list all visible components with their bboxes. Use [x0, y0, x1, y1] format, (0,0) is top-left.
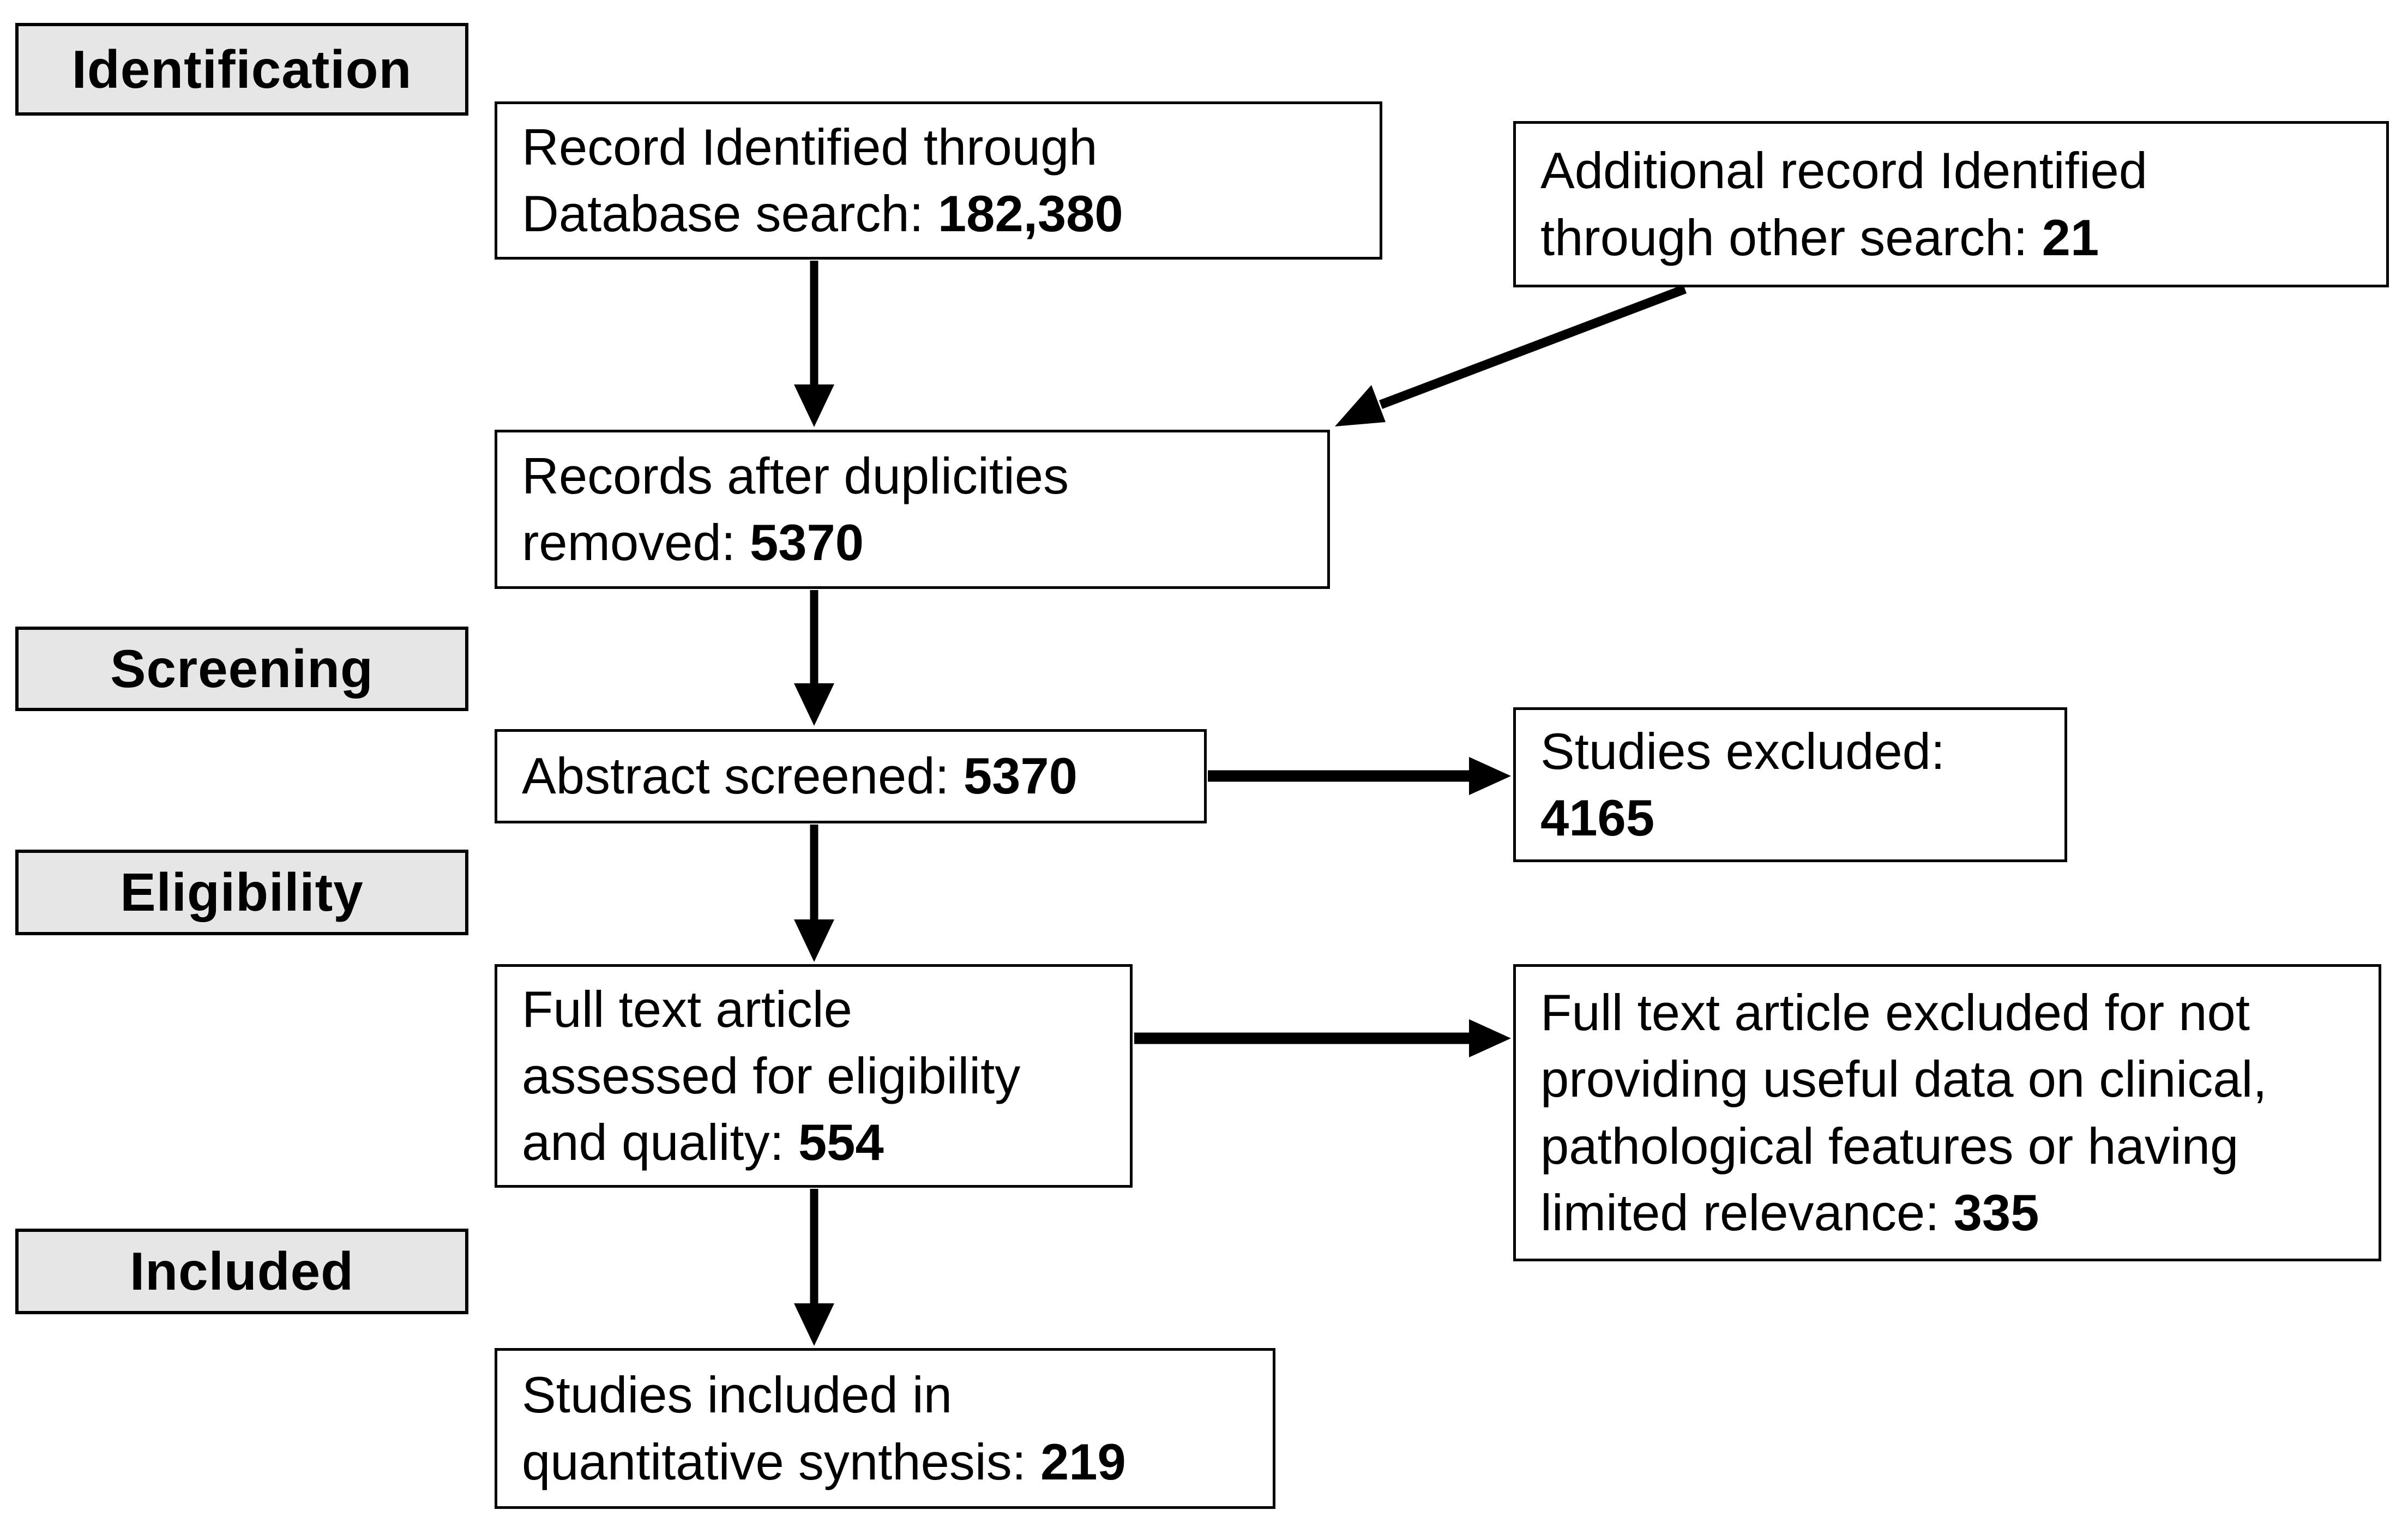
box-additional-records-text: Additional record Identified through oth…	[1540, 142, 2148, 266]
arrow-additional-to-duplicates	[1335, 285, 1687, 426]
abstract-screened-count: 5370	[963, 747, 1077, 805]
box-abstract-screened-text: Abstract screened: 5370	[522, 747, 1077, 805]
included-synthesis-count: 219	[1040, 1433, 1126, 1490]
stage-label-screening: Screening	[15, 627, 468, 711]
arrow-duplicates-to-screened	[794, 590, 834, 726]
studies-excluded-count: 4165	[1540, 789, 1655, 846]
arrow-fulltext-to-included	[794, 1189, 834, 1346]
arrow-fulltext-to-excluded	[1134, 1019, 1511, 1057]
stage-label-screening-text: Screening	[110, 639, 374, 699]
arrow-screened-to-excluded	[1208, 757, 1511, 795]
after-duplicates-count: 5370	[749, 514, 864, 571]
records-identified-count: 182,380	[937, 185, 1123, 242]
box-studies-excluded-text: Studies excluded: 4165	[1540, 722, 1946, 846]
additional-records-count: 21	[2042, 208, 2099, 266]
fulltext-assessed-count: 554	[798, 1114, 884, 1171]
stage-label-identification-text: Identification	[71, 39, 412, 99]
box-records-identified: Record Identified through Database searc…	[495, 101, 1382, 260]
stage-label-identification: Identification	[15, 23, 468, 116]
arrow-screened-to-fulltext	[794, 825, 834, 962]
box-included-synthesis: Studies included in quantitative synthes…	[495, 1348, 1275, 1509]
box-fulltext-assessed-text: Full text article assessed for eligibili…	[522, 980, 1021, 1171]
arrow-identified-to-duplicates	[794, 261, 834, 427]
stage-label-included: Included	[15, 1229, 468, 1314]
stage-label-included-text: Included	[130, 1241, 354, 1301]
box-included-synthesis-text: Studies included in quantitative synthes…	[522, 1366, 1126, 1490]
stage-label-eligibility-text: Eligibility	[120, 862, 364, 922]
box-fulltext-assessed: Full text article assessed for eligibili…	[495, 964, 1133, 1188]
fulltext-excluded-count: 335	[1953, 1183, 2039, 1241]
stage-label-eligibility: Eligibility	[15, 850, 468, 935]
box-fulltext-excluded-text: Full text article excluded for not provi…	[1540, 984, 2267, 1241]
box-records-identified-text: Record Identified through Database searc…	[522, 118, 1123, 242]
box-fulltext-excluded: Full text article excluded for not provi…	[1513, 964, 2381, 1261]
box-records-after-duplicates: Records after duplicities removed: 5370	[495, 430, 1330, 589]
box-abstract-screened: Abstract screened: 5370	[495, 729, 1207, 823]
box-additional-records: Additional record Identified through oth…	[1513, 121, 2389, 287]
box-records-after-duplicates-text: Records after duplicities removed: 5370	[522, 447, 1069, 571]
box-studies-excluded: Studies excluded: 4165	[1513, 707, 2067, 862]
